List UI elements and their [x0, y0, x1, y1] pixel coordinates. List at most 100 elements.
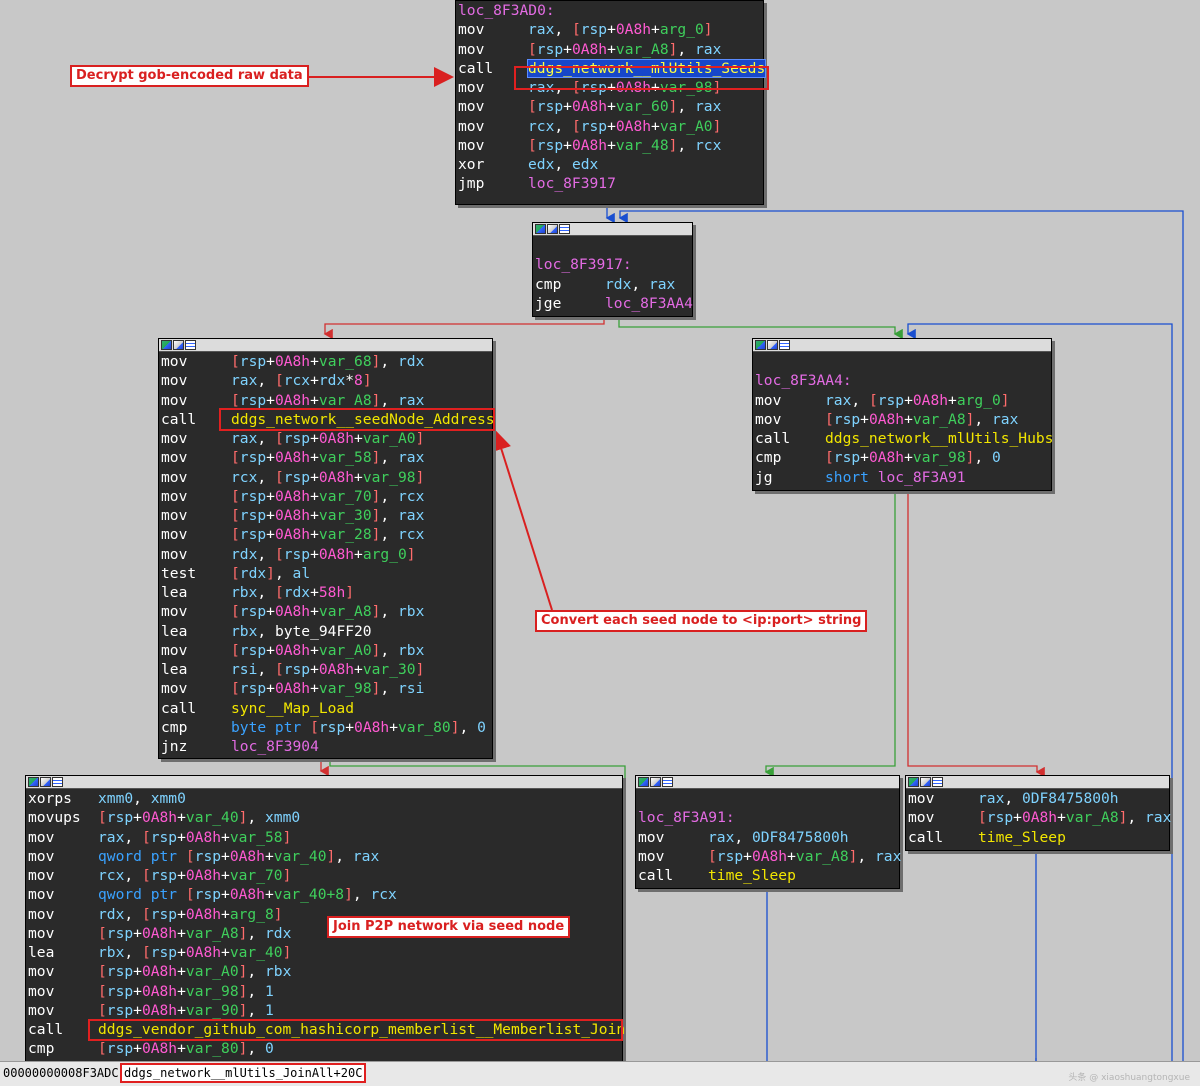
operand-token[interactable]: ddgs_network__seedNode_Address	[231, 410, 495, 428]
list-icon[interactable]	[932, 777, 943, 787]
code-label[interactable]: loc_8F3AA4:	[753, 371, 1051, 390]
instruction-line[interactable]: mov[rsp+0A8h+var_A8], rax	[456, 40, 763, 59]
edit-icon[interactable]	[920, 777, 931, 787]
list-icon[interactable]	[662, 777, 673, 787]
edit-icon[interactable]	[650, 777, 661, 787]
instruction-line[interactable]: mov[rsp+0A8h+var_98], 1	[26, 982, 622, 1001]
code-label[interactable]: loc_8F3917:	[533, 255, 692, 274]
operand-token: rdx	[265, 924, 292, 942]
operand-token[interactable]: loc_8F3904	[231, 738, 319, 755]
instruction-line[interactable]: mov[rsp+0A8h+var_A0], rbx	[159, 641, 492, 660]
operand-token: xmm0	[150, 790, 186, 807]
instruction-line[interactable]: mov[rsp+0A8h+var_A8], rax	[159, 391, 492, 410]
instruction-line[interactable]: mov[rsp+0A8h+var_A8], rdx	[26, 924, 622, 943]
edit-icon[interactable]	[547, 224, 558, 234]
operand-token[interactable]: time_Sleep	[978, 828, 1066, 846]
edit-icon[interactable]	[173, 340, 184, 350]
instruction-line[interactable]: mov[rsp+0A8h+var_58], rax	[159, 448, 492, 467]
operand-token[interactable]: sync__Map_Load	[231, 699, 355, 717]
graph-icon[interactable]	[638, 777, 649, 787]
instruction-line[interactable]: mov[rsp+0A8h+var_30], rax	[159, 506, 492, 525]
operand-token[interactable]: ddgs_vendor_github_com_hashicorp_memberl…	[98, 1021, 626, 1038]
instruction-line[interactable]: mov[rsp+0A8h+var_98], rsi	[159, 679, 492, 698]
graph-icon[interactable]	[908, 777, 919, 787]
instruction-line[interactable]: mov[rsp+0A8h+var_A0], rbx	[26, 962, 622, 981]
graph-icon[interactable]	[28, 777, 39, 787]
operand-token[interactable]: loc_8F3917	[528, 175, 616, 193]
instruction-line[interactable]: mov[rsp+0A8h+var_28], rcx	[159, 525, 492, 544]
operand-token[interactable]: time_Sleep	[708, 867, 796, 884]
instruction-line[interactable]: cmp[rsp+0A8h+var_80], 0	[26, 1039, 622, 1058]
code-label[interactable]: loc_8F3A91:	[636, 808, 899, 827]
instruction-line[interactable]: mov[rsp+0A8h+var_A8], rax	[753, 410, 1051, 429]
graph-icon[interactable]	[535, 224, 546, 234]
status-function-name[interactable]: ddgs_network__mlUtils_JoinAll+20C	[120, 1063, 367, 1083]
instruction-line[interactable]: mov[rsp+0A8h+var_60], rax	[456, 97, 763, 116]
edit-icon[interactable]	[40, 777, 51, 787]
instruction-line[interactable]: mov[rsp+0A8h+var_90], 1	[26, 1001, 622, 1020]
list-icon[interactable]	[52, 777, 63, 787]
operand-token[interactable]: ddgs_network__mlUtils_Hubs	[825, 430, 1054, 447]
edit-icon[interactable]	[767, 340, 778, 350]
code-label[interactable]: loc_8F3AD0:	[456, 1, 763, 20]
instruction-line[interactable]: mov[rsp+0A8h+var_A8], rax	[906, 808, 1171, 827]
list-icon[interactable]	[185, 340, 196, 350]
instruction-line[interactable]: mov[rsp+0A8h+var_48], rcx	[456, 136, 763, 155]
operand-token[interactable]: loc_8F3A91	[877, 468, 966, 486]
operand-token[interactable]: ddgs_network__mlUtils_Seeds	[528, 59, 766, 77]
operand-token[interactable]: loc_8F3AA4	[605, 294, 693, 312]
graph-icon[interactable]	[755, 340, 766, 350]
instruction-line[interactable]: mov[rsp+0A8h+var_68], rdx	[159, 352, 492, 371]
instruction-line[interactable]: mov[rsp+0A8h+var_A8], rbx	[159, 602, 492, 621]
instruction-line[interactable]: movups[rsp+0A8h+var_40], xmm0	[26, 808, 622, 827]
instruction-line[interactable]: mov[rsp+0A8h+var_70], rcx	[159, 487, 492, 506]
instruction-line[interactable]: cmp[rsp+0A8h+var_98], 0	[753, 448, 1051, 467]
instruction-line[interactable]: mov[rsp+0A8h+var_A8], rax	[636, 847, 901, 866]
instruction-line[interactable]: test[rdx], al	[159, 564, 492, 583]
list-icon[interactable]	[559, 224, 570, 234]
list-icon[interactable]	[779, 340, 790, 350]
graph-icon[interactable]	[161, 340, 172, 350]
